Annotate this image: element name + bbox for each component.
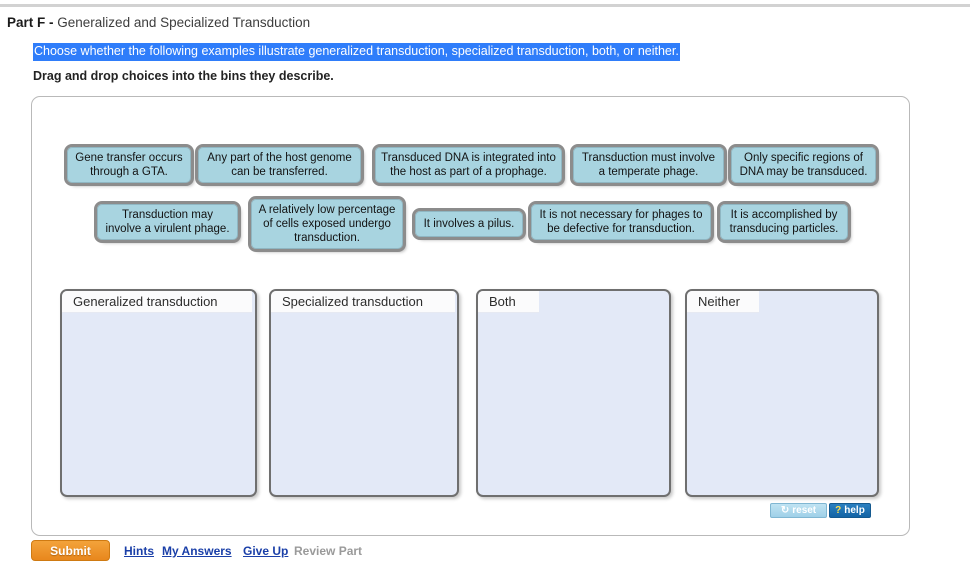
reset-button[interactable]: ↻ reset xyxy=(770,503,827,518)
tile-label: Transduced DNA is integrated into the ho… xyxy=(381,152,556,178)
drop-bin[interactable]: Both xyxy=(476,289,671,497)
draggable-tile[interactable]: Transduction must involve a temperate ph… xyxy=(570,144,727,186)
draggable-tile[interactable]: Gene transfer occurs through a GTA. xyxy=(64,144,194,186)
bin-title: Both xyxy=(478,291,539,313)
tile-label: Transduction may involve a virulent phag… xyxy=(105,209,230,235)
draggable-tile[interactable]: It is accomplished by transducing partic… xyxy=(717,201,851,243)
tile-label: Transduction must involve a temperate ph… xyxy=(581,152,716,178)
tile-label: It is not necessary for phages to be def… xyxy=(539,209,703,235)
bin-title: Neither xyxy=(687,291,759,313)
draggable-tile[interactable]: It involves a pilus. xyxy=(412,208,526,240)
tile-label: Gene transfer occurs through a GTA. xyxy=(75,152,183,178)
draggable-tile[interactable]: It is not necessary for phages to be def… xyxy=(528,201,714,243)
drop-bin[interactable]: Specialized transduction xyxy=(269,289,459,497)
give-up-link[interactable]: Give Up xyxy=(243,544,289,558)
draggable-tile[interactable]: A relatively low percentage of cells exp… xyxy=(248,196,406,252)
hints-link[interactable]: Hints xyxy=(124,544,154,558)
draggable-tile[interactable]: Any part of the host genome can be trans… xyxy=(195,144,364,186)
submit-button[interactable]: Submit xyxy=(31,540,110,561)
draggable-tile[interactable]: Transduction may involve a virulent phag… xyxy=(94,201,241,243)
drop-bin[interactable]: Neither xyxy=(685,289,879,497)
tile-label: Only specific regions of DNA may be tran… xyxy=(739,152,868,178)
part-label: Part F - xyxy=(7,15,54,30)
question-prompt: Choose whether the following examples il… xyxy=(33,43,680,61)
part-title: Generalized and Specialized Transduction xyxy=(57,15,311,30)
tile-label: It involves a pilus. xyxy=(423,218,515,230)
draggable-tile[interactable]: Only specific regions of DNA may be tran… xyxy=(728,144,879,186)
tile-label: Any part of the host genome can be trans… xyxy=(207,152,352,178)
draggable-tile[interactable]: Transduced DNA is integrated into the ho… xyxy=(372,144,565,186)
top-divider xyxy=(0,4,970,7)
page-title: Part F - Generalized and Specialized Tra… xyxy=(7,15,310,30)
instruction-text: Drag and drop choices into the bins they… xyxy=(33,69,334,83)
activity-panel: Gene transfer occurs through a GTA. Any p… xyxy=(31,96,910,536)
help-button-label: help xyxy=(844,505,865,516)
bin-title: Generalized transduction xyxy=(62,291,252,313)
reset-button-label: reset xyxy=(792,505,817,516)
help-button[interactable]: ? help xyxy=(829,503,871,518)
bin-title: Specialized transduction xyxy=(271,291,455,313)
question-mark-icon: ? xyxy=(835,504,842,516)
review-part-link: Review Part xyxy=(294,544,363,558)
tile-label: A relatively low percentage of cells exp… xyxy=(258,204,396,244)
tile-label: It is accomplished by transducing partic… xyxy=(729,209,839,235)
my-answers-link[interactable]: My Answers xyxy=(162,544,232,558)
refresh-icon: ↻ xyxy=(780,504,790,516)
drop-bin[interactable]: Generalized transduction xyxy=(60,289,257,497)
